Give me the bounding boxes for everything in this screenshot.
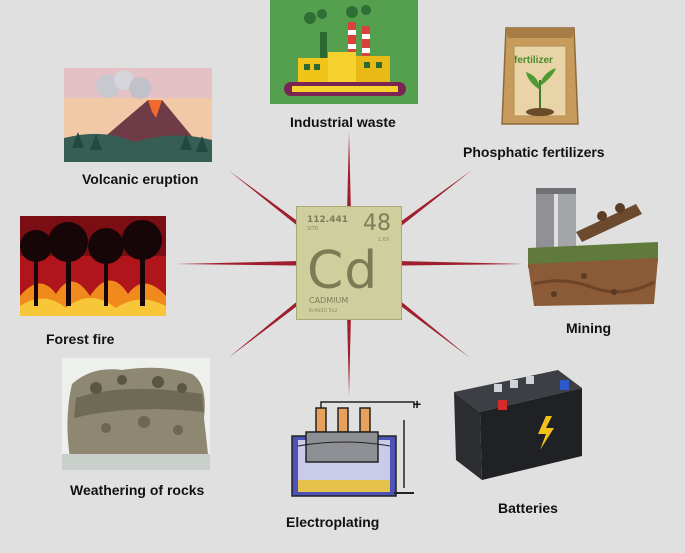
- atomic-number: 48: [363, 211, 391, 236]
- car-battery-icon: [448, 358, 586, 482]
- label-electroplating: Electroplating: [286, 514, 379, 530]
- electron-configuration: Kr4d10 5s2: [309, 308, 338, 314]
- element-subscript-top: SIT8: [307, 226, 318, 232]
- weathered-rock-image: [62, 358, 210, 470]
- label-volcanic-eruption: Volcanic eruption: [82, 171, 198, 187]
- atomic-mass: 112.441: [307, 215, 348, 225]
- electroplating-cell-icon: [284, 398, 428, 506]
- label-forest-fire: Forest fire: [46, 331, 114, 347]
- battery-image: [448, 358, 586, 482]
- volcano-icon: [64, 68, 212, 162]
- label-weathering-of-rocks: Weathering of rocks: [70, 482, 204, 498]
- mining-image: [524, 184, 662, 308]
- volcano-image: [64, 68, 212, 162]
- electroplating-image: +: [284, 398, 428, 506]
- label-batteries: Batteries: [498, 500, 558, 516]
- cadmium-element-tile: 112.441 SIT8 48 1.69 Cd CADMIUM Kr4d10 5…: [296, 206, 402, 320]
- forest-fire-icon: [20, 216, 166, 316]
- rock-icon: [62, 358, 210, 470]
- industrial-factory-image: [270, 0, 418, 104]
- element-symbol: Cd: [307, 241, 378, 301]
- label-industrial-waste: Industrial waste: [290, 114, 396, 130]
- fertilizer-bag-text: fertilizer: [514, 55, 553, 66]
- fertilizer-bag-image: fertilizer: [500, 24, 580, 132]
- element-subscript-right: 1.69: [378, 237, 389, 243]
- label-mining: Mining: [566, 320, 611, 336]
- label-phosphatic-fertilizers: Phosphatic fertilizers: [463, 144, 605, 160]
- fertilizer-bag-icon: [500, 24, 580, 132]
- mine-icon: [524, 184, 662, 308]
- factory-icon: [270, 0, 418, 104]
- electroplating-plus-sign: +: [413, 398, 421, 412]
- forest-fire-image: [20, 216, 166, 316]
- element-name: CADMIUM: [309, 296, 348, 305]
